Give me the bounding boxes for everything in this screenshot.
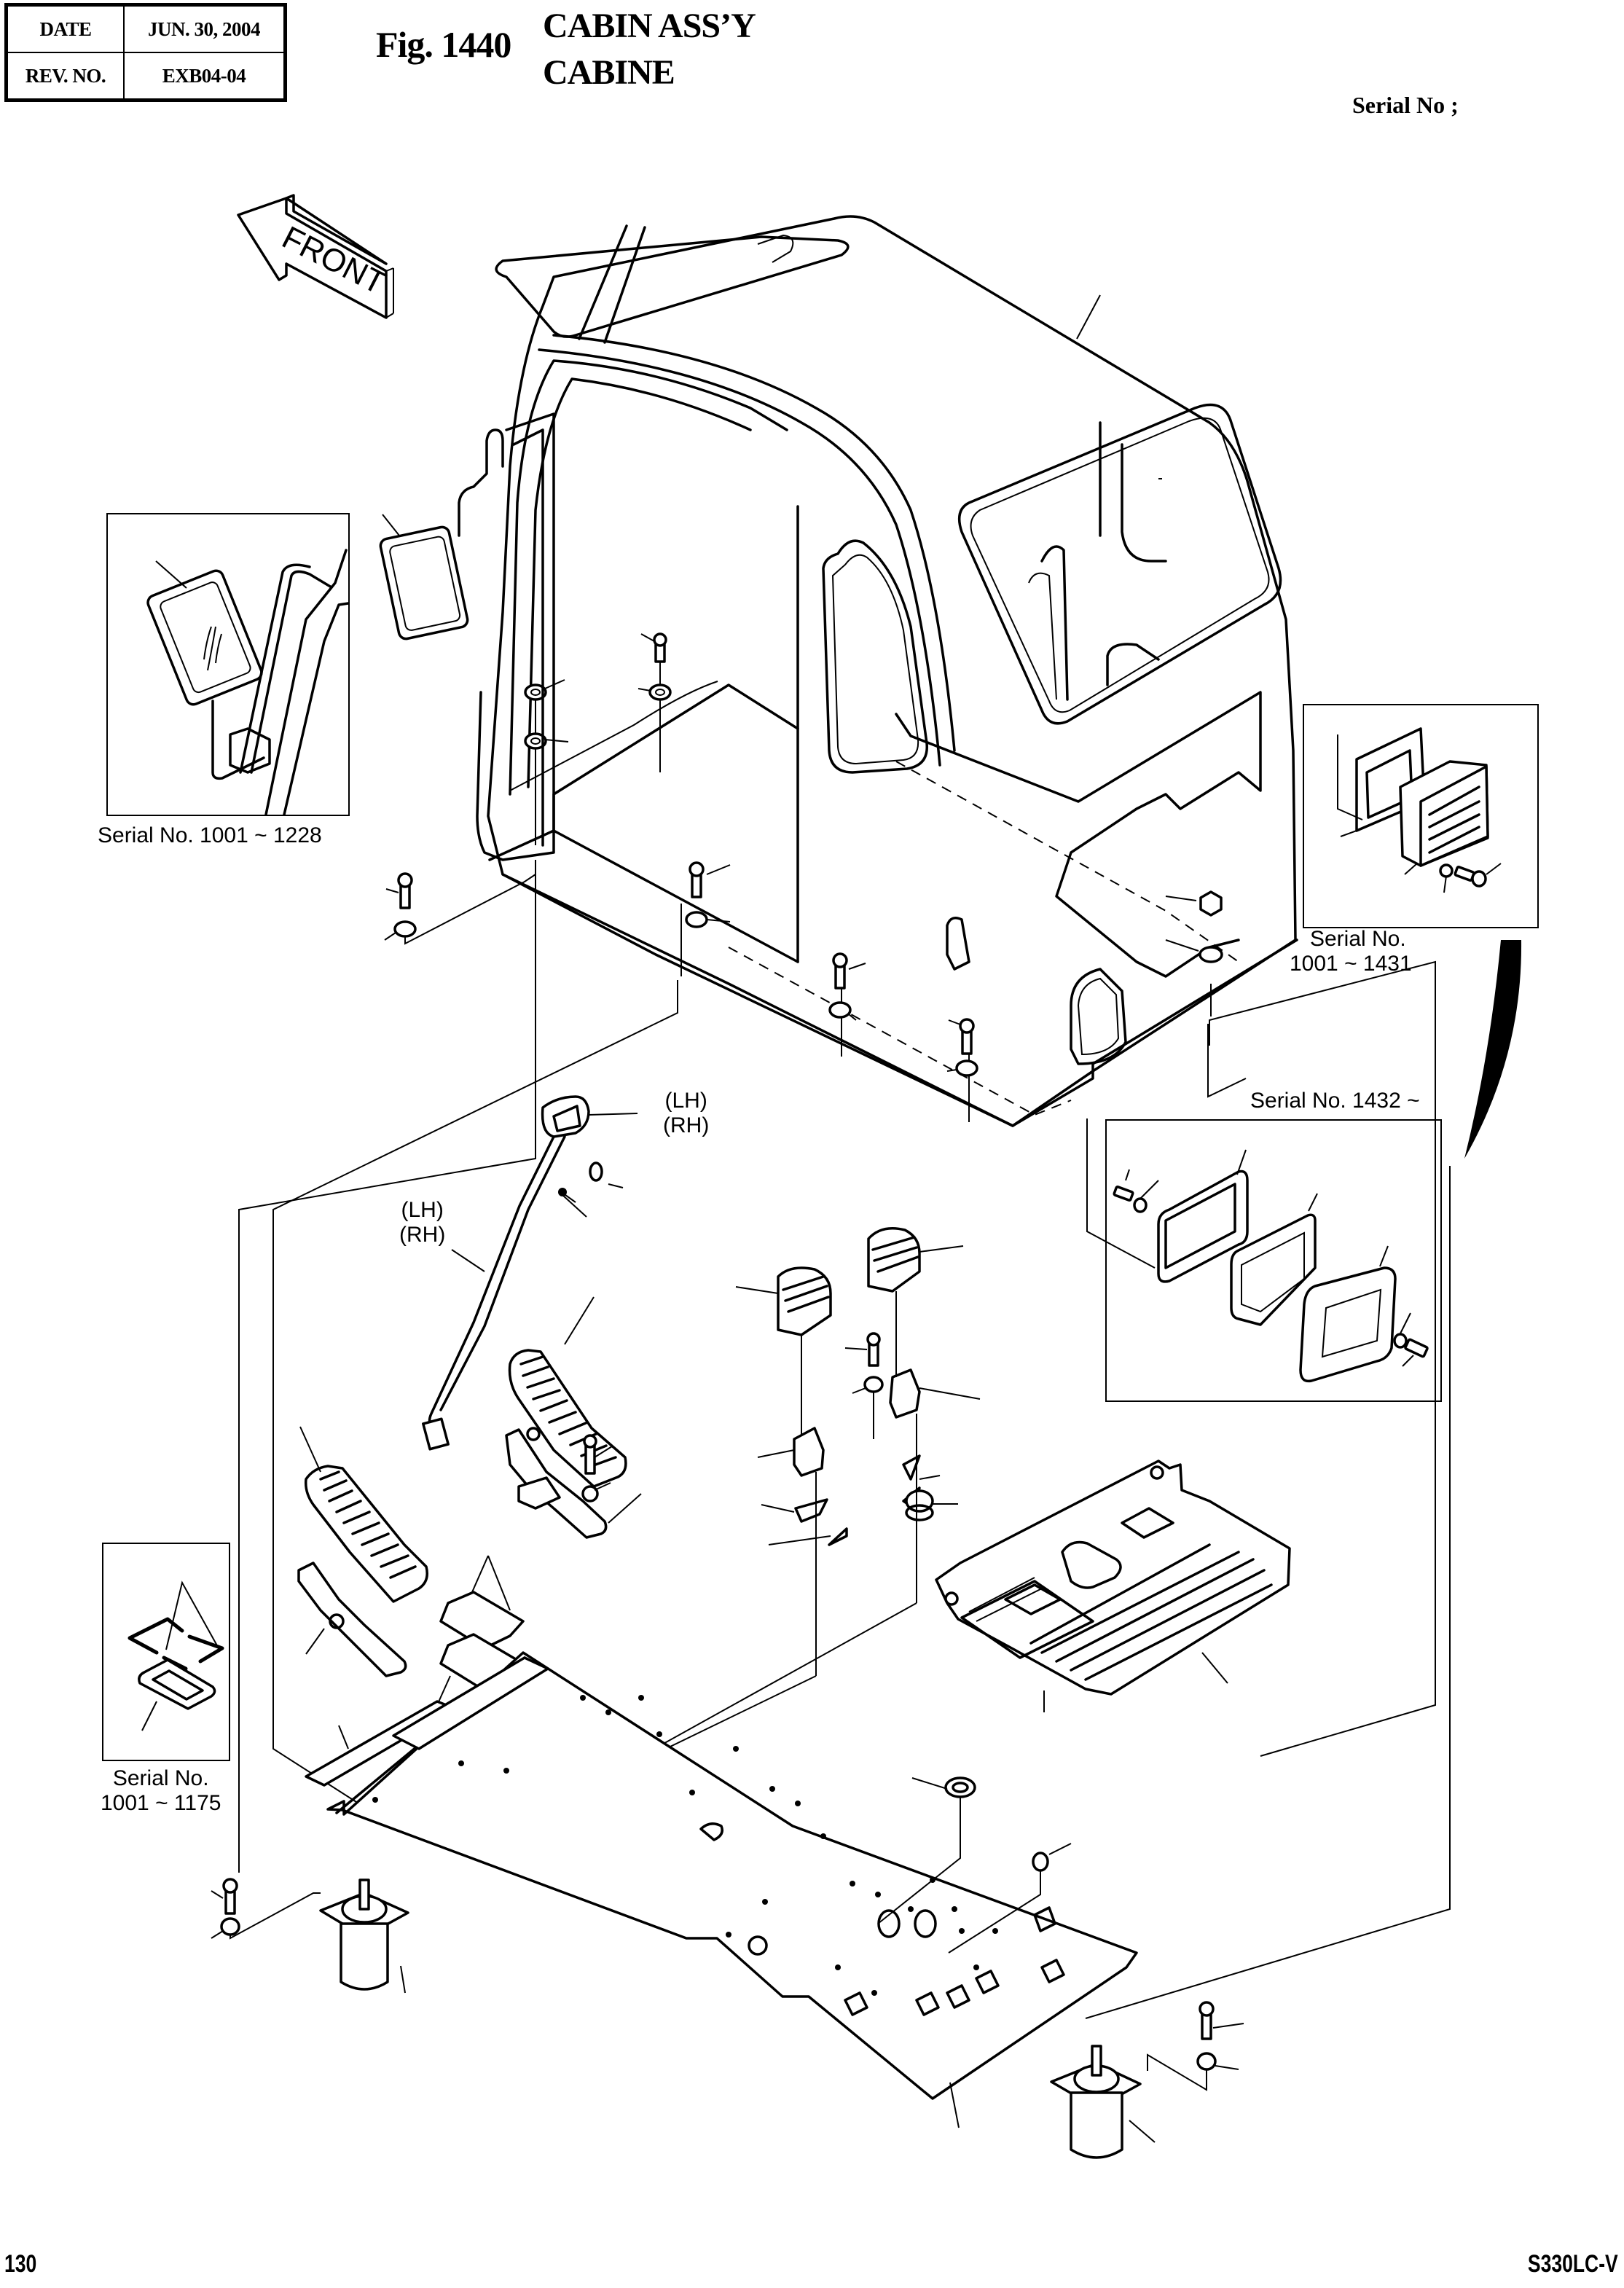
auxiliary-pedals bbox=[575, 1227, 981, 1793]
lever-side-label: (LH) (RH) bbox=[399, 1198, 445, 1247]
mat-inset-frame bbox=[102, 1543, 230, 1761]
vent-old-serial-line1: Serial No. bbox=[1309, 927, 1406, 951]
date-value: JUN. 30, 2004 bbox=[123, 4, 286, 53]
vent-old-inset-art bbox=[1337, 727, 1502, 893]
vent-new-inset-frame bbox=[1105, 1119, 1442, 1402]
lever-lh: (LH) bbox=[401, 1198, 444, 1222]
mat-inset-serial: Serial No. 1001 ~ 1175 bbox=[101, 1766, 221, 1816]
travel-pedals bbox=[299, 1296, 627, 1603]
figure-title-en: CABIN ASS’Y bbox=[543, 7, 756, 45]
side-mirror bbox=[379, 412, 555, 861]
mirror-inset-serial: Serial No. 1001 ~ 1228 bbox=[98, 823, 322, 847]
callout-curve-arrow bbox=[1464, 940, 1522, 1159]
date-label: DATE bbox=[5, 4, 125, 53]
vent-new-serial: Serial No. 1432 ~ bbox=[1250, 1089, 1420, 1113]
revision-table: DATE JUN. 30, 2004 REV. NO. EXB04-04 bbox=[4, 3, 287, 102]
plugs bbox=[948, 1843, 1072, 1954]
cabin-shell bbox=[487, 215, 1298, 1127]
grommet bbox=[877, 1776, 976, 1924]
rev-label: REV. NO. bbox=[5, 52, 125, 101]
serial-number-header: Serial No ; bbox=[1352, 92, 1459, 118]
lever-knob-lh: (LH) bbox=[664, 1089, 707, 1113]
lever-knob-rh: (RH) bbox=[663, 1113, 710, 1137]
rev-value: EXB04-04 bbox=[123, 52, 286, 101]
vent-new-inset-art bbox=[1086, 1024, 1429, 1383]
model-number: S330LC-V bbox=[1528, 2250, 1618, 2278]
travel-lever-knob bbox=[541, 1095, 638, 1138]
mat-inset-art bbox=[128, 1580, 224, 1731]
pedal-brackets bbox=[297, 1427, 642, 1677]
lever-rh: (RH) bbox=[399, 1223, 446, 1247]
front-arrow-icon: FRONT bbox=[237, 194, 394, 319]
travel-lever bbox=[422, 1135, 624, 1451]
cabin-bolts-nuts-washers bbox=[384, 632, 1223, 1077]
page-number: 130 bbox=[4, 2250, 37, 2278]
mat-inset-serial-line1: Serial No. bbox=[112, 1766, 209, 1790]
assembly-leader-lines bbox=[238, 860, 1451, 2019]
figure-title: CABIN ASS’Y CABINE bbox=[543, 3, 756, 96]
figure-number: Fig. 1440 bbox=[376, 24, 511, 65]
figure-title-fr: CABINE bbox=[543, 53, 675, 92]
mirror-inset-art bbox=[146, 549, 350, 816]
vent-old-serial-line2: 1001 ~ 1431 bbox=[1290, 952, 1412, 976]
vent-old-inset-frame bbox=[1303, 704, 1539, 928]
lever-knob-side-label: (LH) (RH) bbox=[663, 1089, 709, 1138]
mirror-inset-frame bbox=[106, 513, 350, 816]
floor-mat bbox=[935, 1460, 1291, 1712]
mat-inset-serial-line2: 1001 ~ 1175 bbox=[101, 1791, 221, 1815]
floor-mat-strip bbox=[305, 1656, 549, 1787]
cabin-mounts bbox=[211, 1878, 1244, 2159]
vent-old-serial: Serial No. 1001 ~ 1431 bbox=[1290, 927, 1412, 976]
